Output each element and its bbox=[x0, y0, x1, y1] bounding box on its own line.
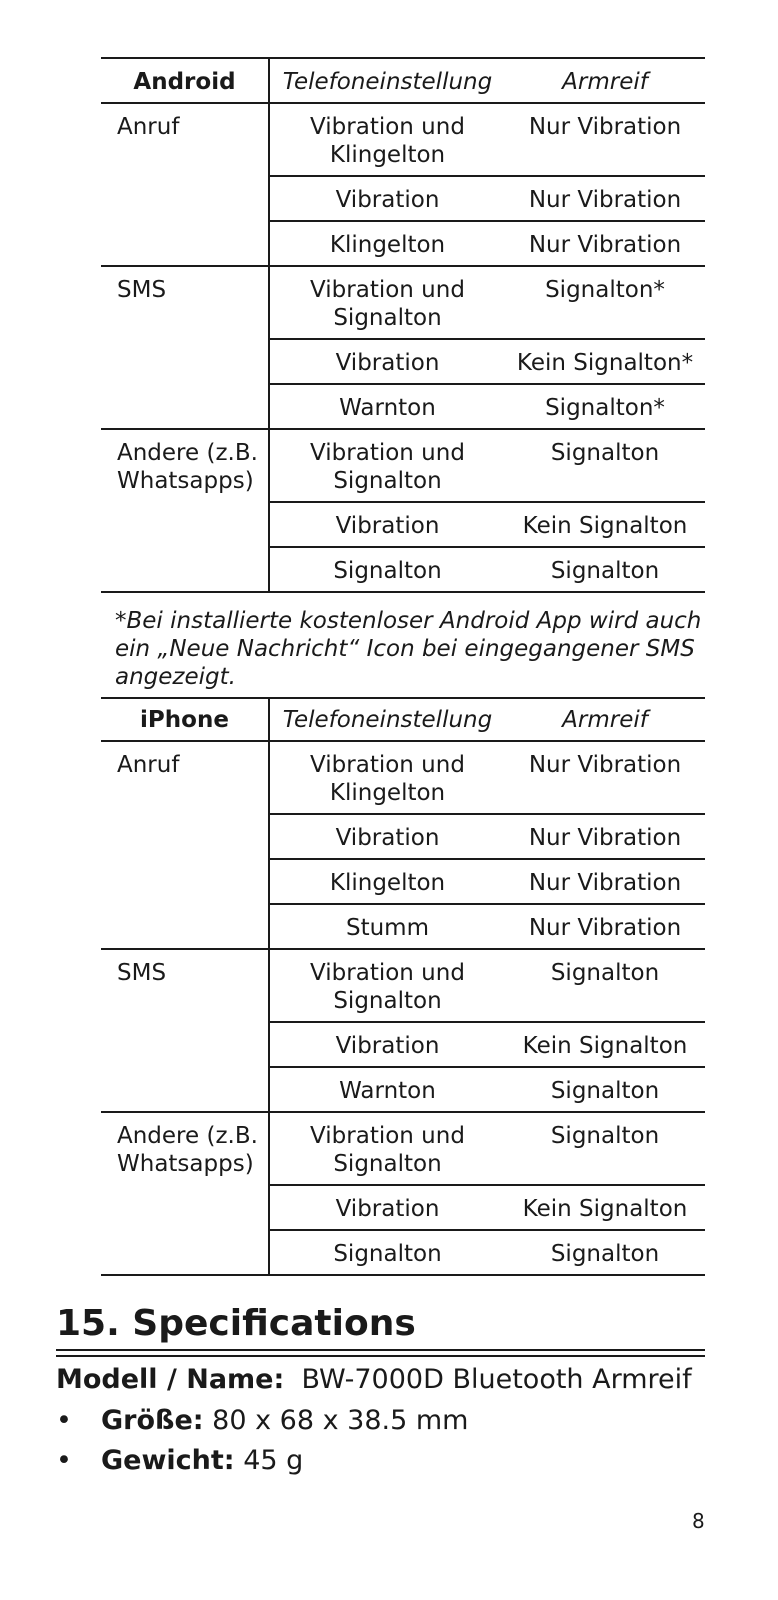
phone-setting-header: Telefoneinstellung bbox=[269, 697, 505, 742]
title-rule bbox=[56, 1349, 705, 1351]
phone-setting-cell: Vibration und Signalton bbox=[269, 429, 505, 503]
bracelet-cell: Nur Vibration bbox=[505, 221, 705, 267]
bracelet-header: Armreif bbox=[505, 58, 705, 104]
bracelet-cell: Nur Vibration bbox=[505, 741, 705, 815]
phone-setting-cell: Vibration bbox=[269, 814, 505, 860]
bracelet-cell: Kein Signalton bbox=[505, 1022, 705, 1068]
section-title: 15. Specifications bbox=[56, 1303, 416, 1344]
phone-setting-cell: Vibration und Klingelton bbox=[269, 103, 505, 177]
bracelet-cell: Signalton* bbox=[505, 384, 705, 430]
phone-setting-cell: Vibration bbox=[269, 1022, 505, 1068]
bracelet-cell: Signalton bbox=[505, 547, 705, 593]
phone-setting-cell: Vibration und Signalton bbox=[269, 266, 505, 340]
bracelet-cell: Nur Vibration bbox=[505, 859, 705, 905]
event-type-cell: SMS bbox=[101, 266, 270, 430]
bracelet-cell: Kein Signalton bbox=[505, 502, 705, 548]
event-type-cell: Anruf bbox=[101, 741, 270, 950]
phone-setting-cell: Vibration bbox=[269, 176, 505, 222]
spec-label: Größe: bbox=[101, 1405, 204, 1436]
spec-item: • Größe: 80 x 68 x 38.5 mm bbox=[56, 1403, 468, 1439]
phone-setting-cell: Vibration und Signalton bbox=[269, 949, 505, 1023]
spec-value: 45 g bbox=[243, 1445, 304, 1476]
phone-setting-cell: Stumm bbox=[269, 904, 505, 950]
event-type-cell: Andere (z.B. Whatsapps) bbox=[101, 1112, 270, 1276]
model-value: BW-7000D Bluetooth Armreif bbox=[301, 1364, 692, 1395]
phone-setting-cell: Vibration bbox=[269, 502, 505, 548]
event-type-cell: Andere (z.B. Whatsapps) bbox=[101, 429, 270, 593]
phone-setting-cell: Klingelton bbox=[269, 221, 505, 267]
bracelet-cell: Signalton bbox=[505, 1067, 705, 1113]
bracelet-cell: Signalton* bbox=[505, 266, 705, 340]
platform-header: iPhone bbox=[101, 697, 270, 742]
bracelet-cell: Signalton bbox=[505, 429, 705, 503]
event-type-cell: SMS bbox=[101, 949, 270, 1113]
phone-setting-cell: Vibration bbox=[269, 1185, 505, 1231]
title-rule bbox=[56, 1355, 705, 1357]
phone-setting-cell: Vibration und Signalton bbox=[269, 1112, 505, 1186]
phone-setting-cell: Signalton bbox=[269, 1230, 505, 1276]
bracelet-cell: Signalton bbox=[505, 1112, 705, 1186]
spec-value: 80 x 68 x 38.5 mm bbox=[212, 1405, 469, 1436]
bracelet-header: Armreif bbox=[505, 697, 705, 742]
table-row: Andere (z.B. Whatsapps)Vibration und Sig… bbox=[101, 1112, 705, 1276]
bracelet-cell: Kein Signalton bbox=[505, 1185, 705, 1231]
phone-setting-cell: Warnton bbox=[269, 1067, 505, 1113]
platform-header: Android bbox=[101, 58, 270, 104]
model-line: Modell / Name: BW-7000D Bluetooth Armrei… bbox=[56, 1362, 692, 1398]
bracelet-cell: Nur Vibration bbox=[505, 814, 705, 860]
bracelet-cell: Signalton bbox=[505, 949, 705, 1023]
phone-setting-cell: Warnton bbox=[269, 384, 505, 430]
phone-setting-header: Telefoneinstellung bbox=[269, 58, 505, 104]
table-row: Andere (z.B. Whatsapps)Vibration und Sig… bbox=[101, 429, 705, 593]
bracelet-cell: Signalton bbox=[505, 1230, 705, 1276]
bracelet-cell: Nur Vibration bbox=[505, 176, 705, 222]
bullet-icon: • bbox=[56, 1445, 72, 1476]
bullet-icon: • bbox=[56, 1405, 72, 1436]
bracelet-cell: Nur Vibration bbox=[505, 103, 705, 177]
bracelet-cell: Nur Vibration bbox=[505, 904, 705, 950]
event-type-cell: Anruf bbox=[101, 103, 270, 267]
spec-label: Gewicht: bbox=[101, 1445, 235, 1476]
phone-setting-cell: Vibration und Klingelton bbox=[269, 741, 505, 815]
phone-setting-cell: Signalton bbox=[269, 547, 505, 593]
phone-setting-cell: Vibration bbox=[269, 339, 505, 385]
model-label: Modell / Name: bbox=[56, 1364, 285, 1395]
phone-setting-cell: Klingelton bbox=[269, 859, 505, 905]
spec-item: • Gewicht: 45 g bbox=[56, 1443, 303, 1479]
page-number: 8 bbox=[692, 1509, 705, 1533]
bracelet-cell: Kein Signalton* bbox=[505, 339, 705, 385]
android-footnote: *Bei installierte kostenloser Android Ap… bbox=[115, 608, 702, 690]
